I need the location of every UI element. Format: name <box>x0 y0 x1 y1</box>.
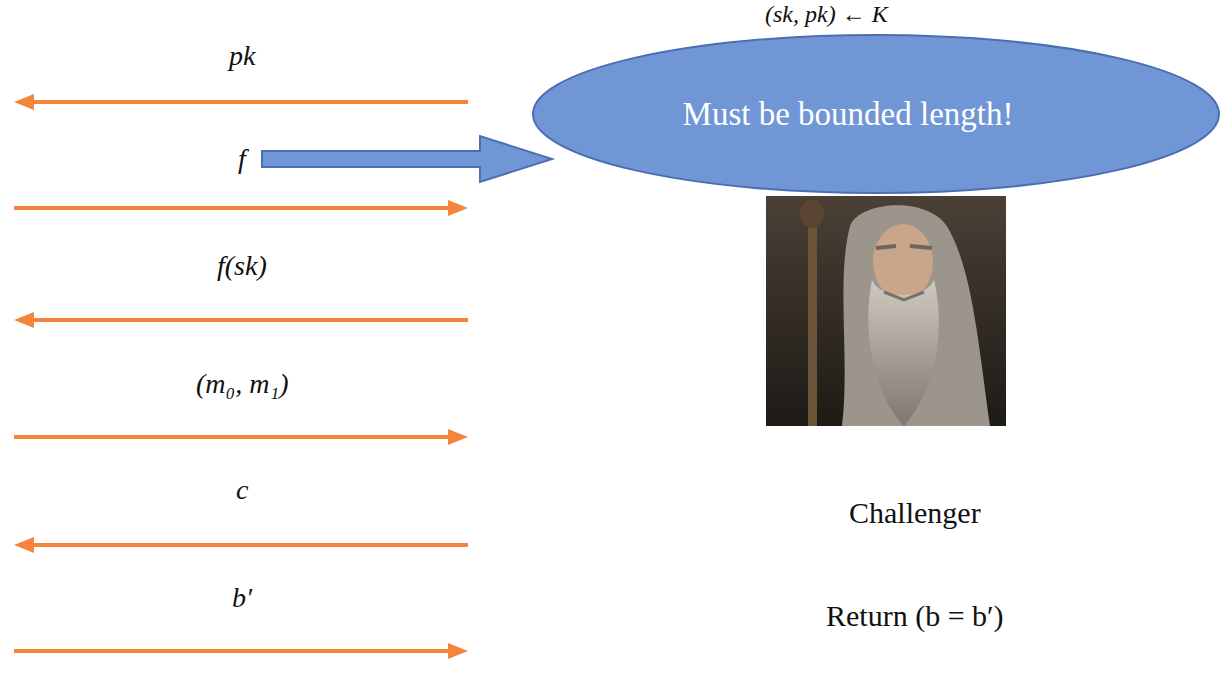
wizard-portrait <box>766 196 1006 426</box>
message-label: pk <box>229 40 255 72</box>
message-arrow <box>14 312 468 328</box>
message-label: f <box>238 143 246 175</box>
message-label: f(sk) <box>217 250 267 282</box>
message-arrow <box>14 537 468 553</box>
callout-bubble: Must be bounded length! <box>531 33 1221 195</box>
message-label: c <box>236 474 248 506</box>
message-label: (sk, pk) ← K <box>765 1 888 29</box>
return-statement: Return (b = b′) <box>826 599 1004 634</box>
message-arrow <box>14 429 468 445</box>
role-name: Challenger <box>849 496 981 531</box>
message-label: b′ <box>232 582 252 614</box>
message-arrow <box>14 200 468 216</box>
message-label: (m₀, m₁) <box>196 368 289 400</box>
callout-text: Must be bounded length! <box>683 96 1014 133</box>
message-arrow <box>14 94 468 110</box>
callout-pointer <box>262 136 552 182</box>
message-arrow <box>14 643 468 659</box>
